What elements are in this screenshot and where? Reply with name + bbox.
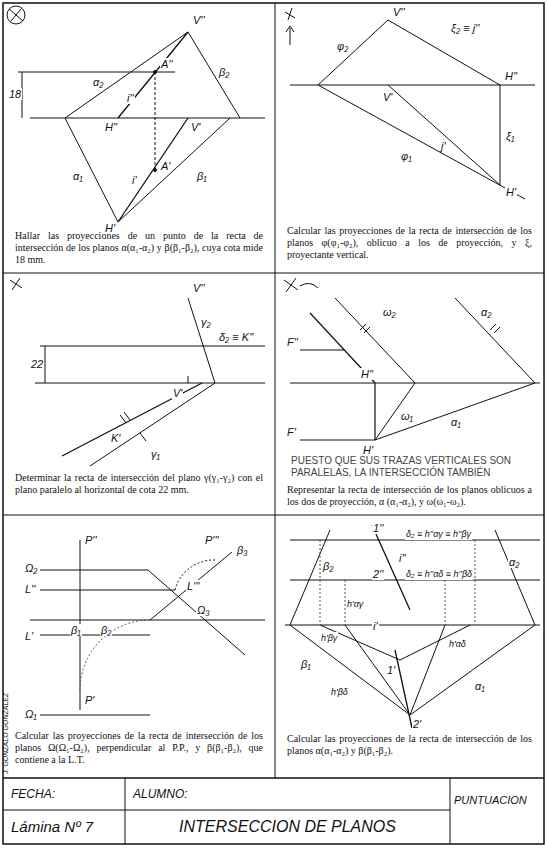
title-block-cell: ALUMNO: — [125, 778, 450, 810]
projection-label: L' — [24, 630, 34, 642]
problem-statement: Representar la recta de intersección de … — [287, 484, 532, 508]
projection-label: F' — [286, 426, 297, 438]
projection-label: Ω₃ — [196, 604, 211, 616]
projection-label: φ₂ — [336, 40, 349, 52]
projection-label: 22 — [30, 358, 44, 370]
problem-panel: Calcular las proyecciones de la recta de… — [3, 515, 275, 778]
problem-statement: Calcular las proyecciones de la recta de… — [15, 730, 263, 766]
projection-label: α₁ — [72, 170, 84, 182]
projection-label: 1'' — [372, 522, 384, 534]
title-block-text: INTERSECCION DE PLANOS — [125, 818, 450, 836]
projection-label: P'' — [84, 534, 98, 546]
projection-label: 2'' — [372, 568, 384, 580]
projection-label: A' — [160, 160, 171, 172]
projection-label: α₁ — [450, 416, 462, 428]
projection-label: P' — [84, 694, 95, 706]
projection-label: h'αδ — [448, 638, 467, 650]
projection-label: L'' — [24, 583, 36, 595]
projection-label: δ₂ ≡ h''αγ ≡ h''βγ — [405, 528, 472, 540]
projection-label: γ₁ — [150, 448, 161, 460]
projection-label: φ₁ — [400, 150, 413, 162]
projection-label: β₁ — [70, 624, 82, 636]
projection-label: i' — [372, 620, 379, 632]
projection-label: V' — [190, 121, 201, 133]
projection-label: F'' — [286, 336, 299, 348]
projection-label: H'' — [360, 368, 374, 380]
projection-label: h'βγ — [320, 632, 338, 644]
problem-panel: Hallar las proyecciones de un punto de l… — [3, 3, 275, 273]
projection-label: V' — [172, 387, 183, 399]
problem-statement: Determinar la recta de intersección del … — [15, 472, 263, 496]
author-credit: J. GONZALO GONZALEZ — [0, 692, 12, 775]
projection-label: H'' — [104, 121, 118, 133]
problem-statement: Hallar las proyecciones de un punto de l… — [15, 230, 263, 266]
projection-label: ξ₁ — [505, 130, 515, 142]
projection-label: V'' — [192, 282, 206, 294]
projection-label: β₂ — [322, 560, 334, 572]
projection-label: ξ₂ ≡ j'' — [450, 22, 480, 34]
projection-label: 1' — [386, 664, 396, 676]
projection-label: i'' — [126, 92, 135, 104]
projection-label: A'' — [160, 58, 174, 70]
projection-label: α₂ — [508, 556, 520, 568]
projection-label: α₂ — [92, 76, 104, 88]
projection-label: γ₂ — [200, 316, 212, 328]
projection-label: β₁ — [300, 658, 312, 670]
projection-label: δ₂ ≡ h''αδ ≡ h''βδ — [405, 568, 473, 580]
projection-label: 2' — [412, 718, 422, 730]
projection-label: α₁ — [474, 680, 486, 692]
projection-label: h'αγ — [346, 598, 364, 610]
handwritten-note: PUESTO QUE SUS TRAZAS VERTICALES SON PAR… — [290, 455, 537, 479]
title-block-text: ALUMNO: — [133, 787, 188, 801]
title-block-cell: INTERSECCION DE PLANOS — [125, 810, 450, 844]
projection-label: H' — [104, 222, 116, 234]
problem-panel: Calcular las proyecciones de la recta de… — [275, 3, 544, 273]
title-block-cell: FECHA: — [3, 778, 125, 810]
projection-label: β₂ — [100, 624, 112, 636]
problem-panel: Calcular las proyecciones de la recta de… — [275, 515, 544, 778]
title-block-text: Lámina Nº 7 — [11, 818, 93, 835]
title-block-cell: Lámina Nº 7 — [3, 810, 125, 844]
projection-label: i' — [131, 174, 138, 186]
problem-statement: Calcular las proyecciones de la recta de… — [287, 733, 532, 757]
projection-label: ω₁ — [400, 410, 414, 422]
projection-label: ω₂ — [382, 306, 397, 318]
projection-label: j' — [440, 140, 447, 152]
projection-label: β₂ — [218, 66, 230, 78]
projection-label: h'βδ — [330, 686, 349, 698]
projection-label: β₃ — [236, 544, 249, 556]
title-block-cell: PUNTUACION — [450, 778, 544, 844]
problem-panel: Determinar la recta de intersección del … — [3, 273, 275, 515]
projection-label: V'' — [192, 14, 206, 26]
projection-label: V'' — [392, 6, 406, 18]
projection-label: K' — [110, 432, 121, 444]
projection-label: 18 — [8, 88, 22, 100]
projection-label: H'' — [504, 70, 518, 82]
projection-label: β₁ — [196, 170, 208, 182]
projection-label: H' — [505, 186, 517, 198]
projection-label: α₂ — [480, 306, 492, 318]
projection-label: δ₂ ≡ K'' — [218, 331, 254, 343]
title-block-text: PUNTUACION — [454, 794, 527, 806]
projection-label: Ω₂ — [24, 562, 39, 574]
projection-label: i'' — [398, 552, 407, 564]
projection-label: V' — [382, 91, 393, 103]
problem-statement: Calcular las proyecciones de la recta de… — [287, 225, 532, 261]
projection-label: Ω₁ — [24, 708, 38, 720]
projection-label: P''' — [204, 534, 220, 546]
projection-label: L''' — [186, 580, 200, 592]
title-block-text: FECHA: — [11, 787, 55, 801]
